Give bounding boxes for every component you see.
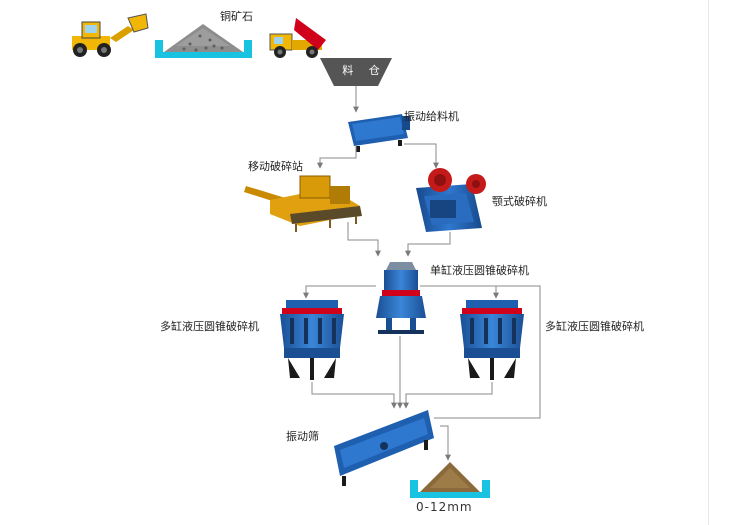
output-size-label: 0-12mm [416, 500, 473, 514]
mobile-crushing-station-machine [244, 175, 362, 232]
silo-hopper [320, 58, 392, 86]
vibrating-feeder-label: 振动给料机 [404, 110, 459, 123]
single-cylinder-cone-crusher-label: 单缸液压圆锥破碎机 [430, 264, 529, 277]
right-divider [708, 0, 709, 525]
ore-pile-icon [155, 24, 252, 58]
vibrating-screen-label: 振动筛 [286, 430, 319, 443]
multi-cylinder-cone-crusher-right-label: 多缸液压圆锥破碎机 [545, 320, 644, 333]
jaw-crusher-label: 颚式破碎机 [492, 195, 547, 208]
silo-label: 料 仓 [342, 64, 386, 77]
copper-ore-label: 铜矿石 [220, 10, 253, 23]
multi-cylinder-cone-crusher-left-machine [280, 300, 344, 380]
flow-arrows [303, 86, 541, 461]
multi-cylinder-cone-crusher-left-label: 多缸液压圆锥破碎机 [160, 320, 259, 333]
single-cylinder-cone-crusher-machine [376, 262, 426, 334]
multi-cylinder-cone-crusher-right-machine [460, 300, 524, 380]
vibrating-feeder-machine [348, 114, 410, 152]
vibrating-screen-machine [334, 410, 434, 486]
mobile-crushing-station-label: 移动破碎站 [248, 160, 303, 173]
jaw-crusher-machine [416, 168, 486, 232]
product-pile-icon [410, 462, 490, 498]
dump-truck-icon [269, 18, 326, 58]
wheel-loader-icon [72, 13, 149, 57]
